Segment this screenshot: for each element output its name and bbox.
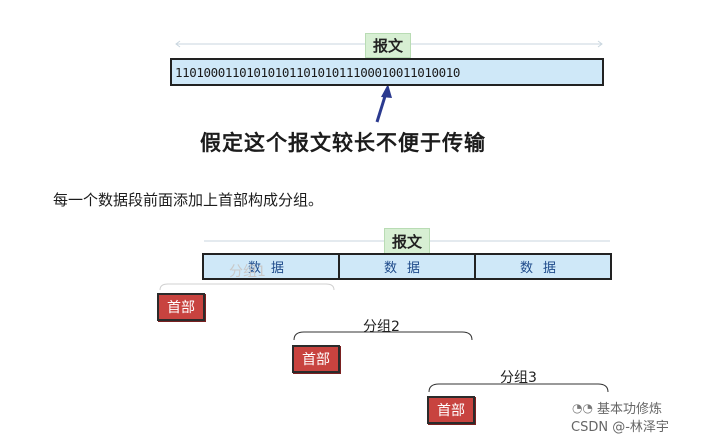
packet-2-header: 首部	[292, 345, 340, 373]
explanation-sentence: 每一个数据段前面添加上首部构成分组。	[53, 191, 324, 209]
bit-stream-bar: 1101000110101010110101011100010011010010	[170, 58, 604, 86]
pointer-arrow-icon	[375, 84, 392, 123]
group-2-bracket	[293, 331, 473, 341]
packet-3-header: 首部	[427, 396, 475, 424]
message-label-top: 报文	[365, 33, 411, 58]
watermark-brand-text: 基本功修炼	[596, 402, 662, 417]
group-1-label: 分组1	[229, 264, 266, 280]
wechat-icon: ◔◔	[572, 400, 593, 415]
caption-text: 假定这个报文较长不便于传输	[200, 131, 486, 155]
packet-1-header: 首部	[157, 293, 205, 321]
data-segment-1: 数据	[202, 253, 340, 280]
group-2-label: 分组2	[363, 319, 400, 335]
group-3-bracket	[428, 383, 609, 393]
data-segment-2: 数据	[338, 253, 476, 280]
watermark-csdn: CSDN @-林泽宇	[571, 420, 669, 435]
group-3-label: 分组3	[500, 370, 537, 386]
group-1-bracket	[159, 283, 335, 291]
data-segment-3: 数据	[474, 253, 612, 280]
watermark-brand: ◔◔ 基本功修炼	[572, 398, 662, 418]
message-label-bottom: 报文	[384, 228, 430, 254]
